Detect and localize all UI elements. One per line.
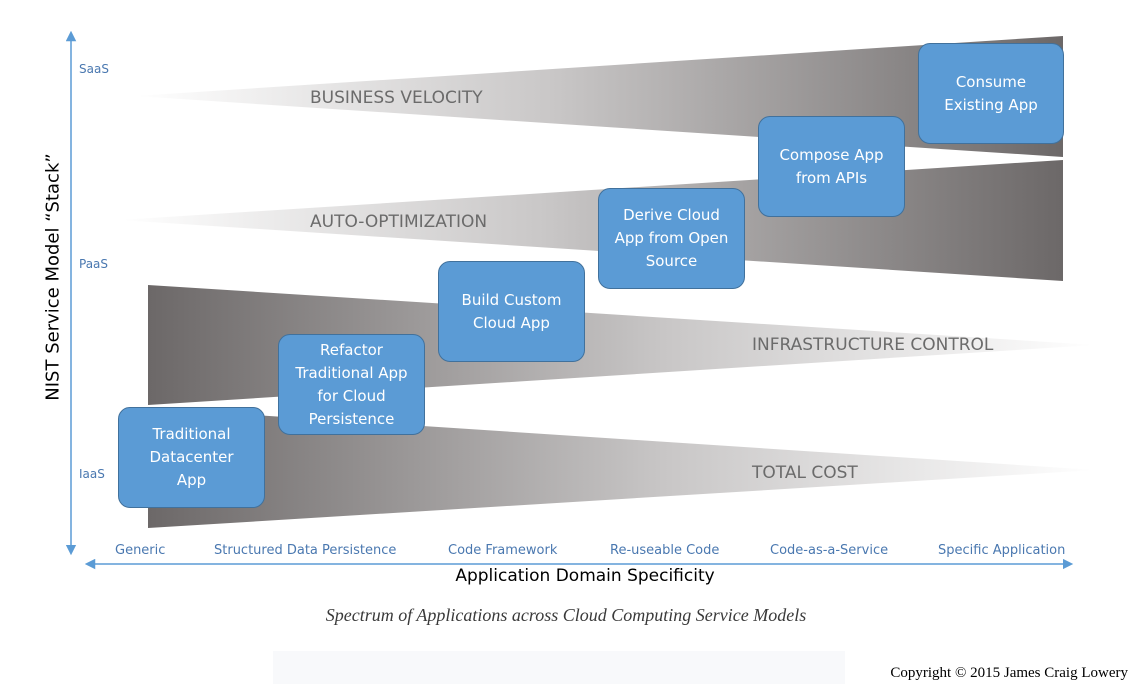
y-tick-paas: PaaS — [79, 257, 109, 271]
box-label: Build Custom Cloud App — [461, 290, 562, 332]
wedge-total-cost — [148, 408, 1095, 528]
box-label: Compose App from APIs — [779, 145, 884, 187]
box-label: Consume Existing App — [944, 72, 1038, 114]
box-consume-existing-app: Consume Existing App — [918, 43, 1064, 144]
box-traditional-datacenter-app: Traditional Datacenter App — [118, 407, 265, 508]
x-tick-code-as-a-service: Code-as-a-Service — [770, 543, 889, 558]
box-compose-app-from-apis: Compose App from APIs — [758, 116, 905, 217]
x-tick-generic: Generic — [115, 543, 166, 558]
y-tick-iaas: IaaS — [79, 467, 105, 481]
x-tick-reuseable-code: Re-useable Code — [610, 543, 720, 558]
x-axis-title: Application Domain Specificity — [455, 566, 715, 586]
wedge-label-auto-optimization: AUTO-OPTIMIZATION — [310, 212, 487, 232]
x-tick-structured-data-persistence: Structured Data Persistence — [214, 543, 397, 558]
y-tick-saas: SaaS — [79, 62, 109, 76]
box-label: Derive Cloud App from Open Source — [614, 206, 729, 270]
caption-background-strip — [273, 651, 845, 684]
x-tick-specific-application: Specific Application — [938, 543, 1066, 558]
copyright-notice: Copyright © 2015 James Craig Lowery — [890, 665, 1128, 681]
box-build-custom-cloud-app: Build Custom Cloud App — [438, 261, 585, 362]
box-derive-cloud-app: Derive Cloud App from Open Source — [598, 188, 745, 289]
box-label: Refactor Traditional App for Cloud Persi… — [295, 340, 408, 428]
wedge-label-total-cost: TOTAL COST — [751, 463, 858, 483]
y-axis-title: NIST Service Model “Stack” — [42, 153, 64, 401]
figure-caption: Spectrum of Applications across Cloud Co… — [325, 605, 807, 625]
x-tick-code-framework: Code Framework — [448, 543, 558, 558]
box-refactor-traditional-app: Refactor Traditional App for Cloud Persi… — [278, 334, 425, 435]
box-label: Traditional Datacenter App — [149, 425, 234, 489]
wedge-label-business-velocity: BUSINESS VELOCITY — [310, 88, 483, 108]
wedge-auto-optimization — [120, 160, 1063, 281]
wedge-label-infrastructure-control: INFRASTRUCTURE CONTROL — [752, 335, 994, 355]
